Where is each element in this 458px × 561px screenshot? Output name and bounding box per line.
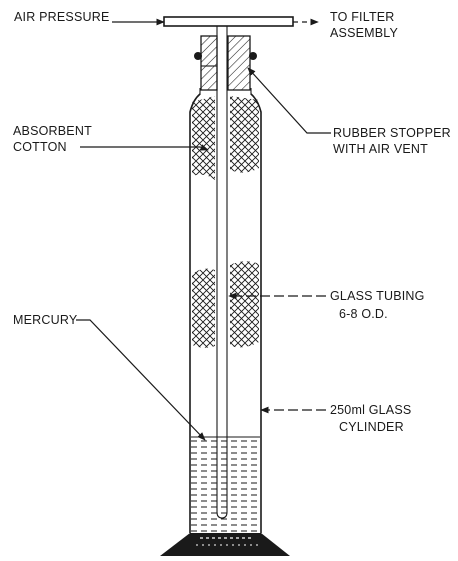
label-to-filter-line1: TO FILTER bbox=[330, 10, 395, 24]
stopper-leader bbox=[247, 67, 331, 134]
glass-tubing bbox=[216, 26, 228, 519]
label-absorbent-line1: ABSORBENT bbox=[13, 124, 92, 138]
mercury-fill bbox=[191, 436, 260, 533]
label-mercury: MERCURY bbox=[13, 313, 78, 327]
absorbent-leader bbox=[80, 144, 209, 151]
label-air-pressure: AIR PRESSURE bbox=[14, 10, 109, 24]
rubber-stopper bbox=[194, 35, 257, 91]
absorbent-cotton-middle bbox=[192, 261, 259, 348]
t-connector bbox=[163, 16, 294, 27]
label-cylinder-line2: CYLINDER bbox=[339, 420, 404, 434]
label-stopper-line1: RUBBER STOPPER bbox=[333, 126, 451, 140]
label-tubing-line2: 6-8 O.D. bbox=[339, 307, 388, 321]
cylinder-base bbox=[160, 533, 290, 556]
absorbent-cotton-upper bbox=[192, 96, 259, 180]
label-stopper-line2: WITH AIR VENT bbox=[333, 142, 428, 156]
label-tubing-line1: GLASS TUBING bbox=[330, 289, 425, 303]
label-to-filter-line2: ASSEMBLY bbox=[330, 26, 399, 40]
mercury-leader bbox=[76, 319, 206, 441]
label-absorbent-line2: COTTON bbox=[13, 140, 67, 154]
label-cylinder-line1: 250ml GLASS bbox=[330, 403, 411, 417]
